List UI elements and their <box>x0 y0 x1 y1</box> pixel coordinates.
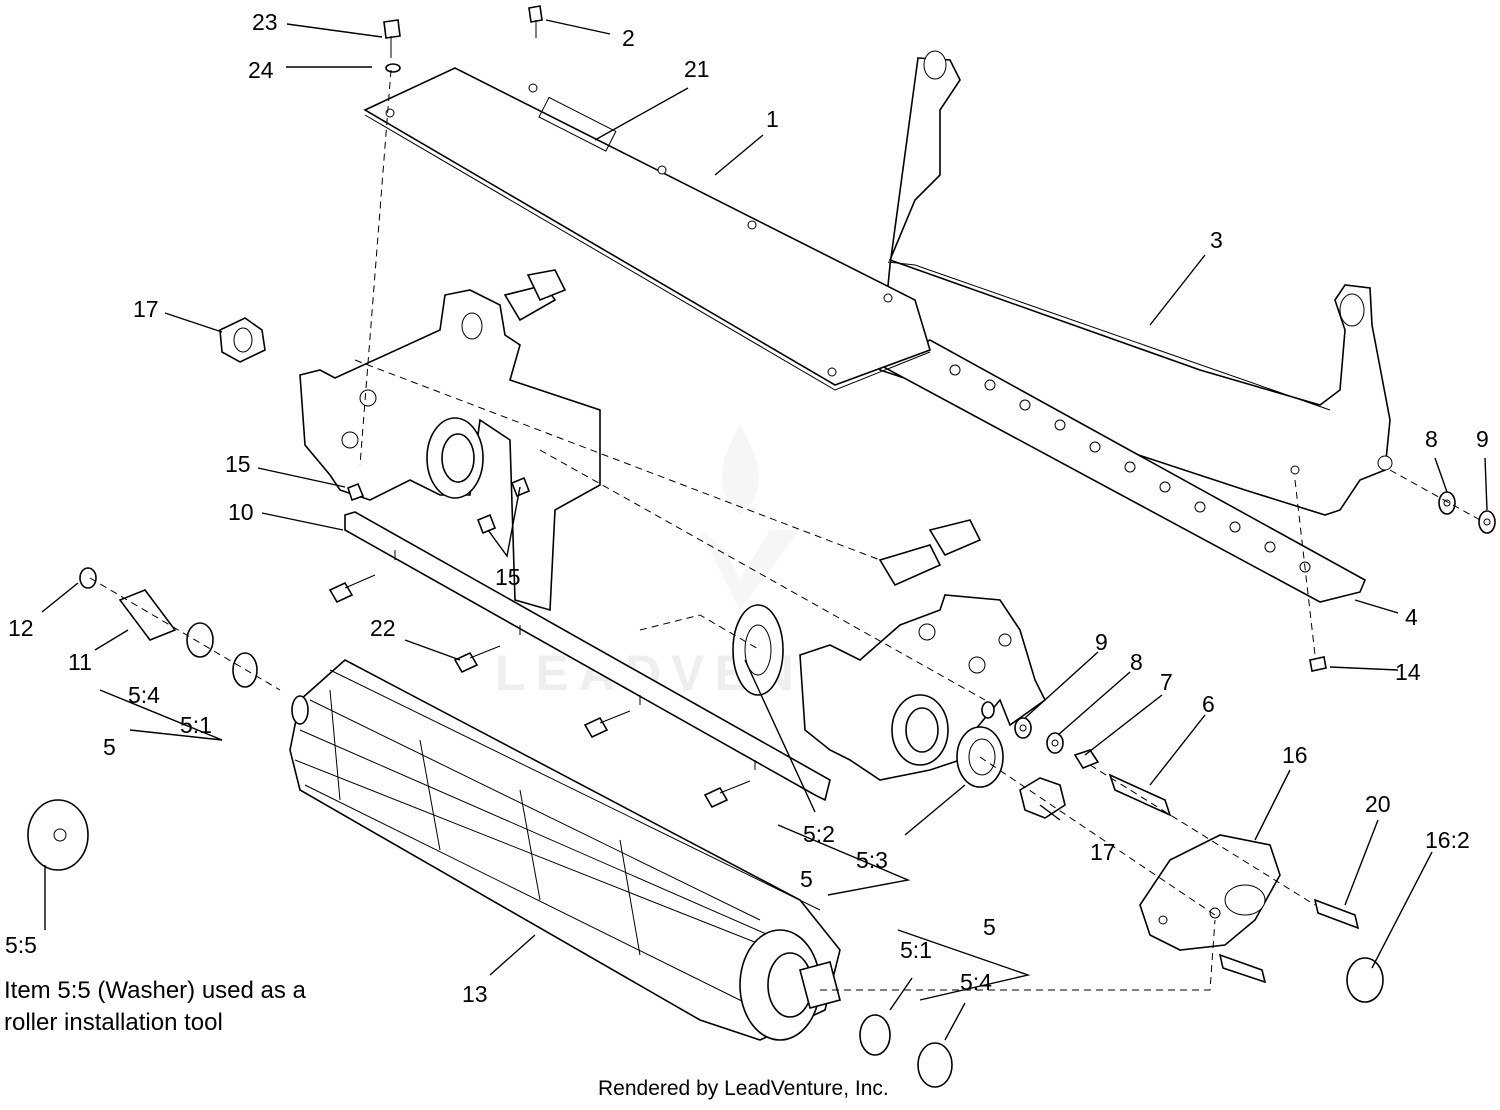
part-3-frame[interactable] <box>879 50 1393 516</box>
callout-13: 13 <box>462 981 488 1007</box>
assembly-lines <box>89 69 1481 991</box>
callout-23: 23 <box>252 9 278 35</box>
hardware-parts[interactable] <box>27 5 1496 1088</box>
callout-7: 7 <box>1160 669 1173 695</box>
callout-5-3: 5:3 <box>856 847 888 873</box>
callout-16: 16 <box>1282 742 1308 768</box>
callout-17-lower: 17 <box>1090 839 1116 865</box>
callout-22: 22 <box>370 615 396 641</box>
callout-15-lower: 15 <box>495 564 521 590</box>
callout-15: 15 <box>225 451 251 477</box>
right-side-plate[interactable] <box>799 519 1047 781</box>
callout-6: 6 <box>1202 691 1215 717</box>
callout-5-4-lower: 5:4 <box>960 969 992 995</box>
part-13-reel[interactable] <box>289 659 841 1041</box>
callout-5-middle: 5 <box>800 866 813 892</box>
callout-10: 10 <box>228 499 254 525</box>
callout-21: 21 <box>684 56 710 82</box>
note-line-1: Item 5:5 (Washer) used as a <box>4 977 307 1004</box>
callout-8: 8 <box>1425 426 1438 452</box>
callout-1: 1 <box>766 106 779 132</box>
leader-lines <box>41 19 1488 1041</box>
callout-9-lower: 9 <box>1095 629 1108 655</box>
callout-2: 2 <box>622 25 635 51</box>
part-16-end-cap[interactable] <box>1139 834 1281 951</box>
callout-3: 3 <box>1210 227 1223 253</box>
callout-5-2: 5:2 <box>803 821 835 847</box>
callout-5-1-lower: 5:1 <box>900 937 932 963</box>
callout-12: 12 <box>8 615 34 641</box>
render-credit: Rendered by LeadVenture, Inc. <box>598 1077 889 1100</box>
callout-24: 24 <box>248 57 274 83</box>
bedknife-bolts[interactable] <box>328 574 751 809</box>
callout-20: 20 <box>1365 791 1391 817</box>
callout-4: 4 <box>1405 604 1418 630</box>
watermark-logo <box>700 425 800 610</box>
callout-9: 9 <box>1476 426 1489 452</box>
callout-5-4-upper: 5:4 <box>128 682 160 708</box>
callout-labels: 23 2 24 21 1 3 17 15 10 15 8 9 12 11 22 … <box>5 9 1489 1007</box>
callout-14: 14 <box>1395 659 1421 685</box>
callout-5-5: 5:5 <box>5 932 37 958</box>
callout-8-lower: 8 <box>1130 649 1143 675</box>
callout-5-left: 5 <box>103 734 116 760</box>
part-1-shield[interactable] <box>363 67 931 391</box>
part-10-bedknife[interactable] <box>344 511 831 802</box>
note-line-2: roller installation tool <box>4 1009 223 1036</box>
callout-5-1-upper: 5:1 <box>180 712 212 738</box>
left-side-plate[interactable] <box>299 269 601 612</box>
callout-17: 17 <box>133 296 159 322</box>
callout-16-2: 16:2 <box>1425 827 1470 853</box>
callout-11: 11 <box>68 649 92 675</box>
callout-5-right: 5 <box>983 914 996 940</box>
